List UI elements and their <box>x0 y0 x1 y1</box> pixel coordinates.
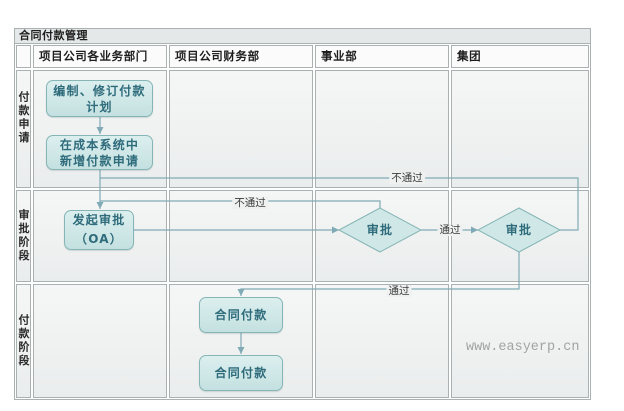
lane-label-cell-approval-stage: 审批阶段 <box>16 190 31 282</box>
column-header-label: 项目公司各业务部门 <box>39 49 148 63</box>
column-header-label: 项目公司财务部 <box>175 49 260 63</box>
decision-division-approval-label: 审批 <box>366 223 394 237</box>
lane-cell-payment-business-division <box>315 284 449 398</box>
edge-label-division-pass: 通过 <box>437 224 463 236</box>
lane-cell-payment-business-departments <box>33 284 167 398</box>
column-header-label: 集团 <box>457 49 482 63</box>
process-node-prepare-payment-plan: 编制、修订付款 计划 <box>46 80 153 117</box>
connector-division-reject <box>100 200 381 208</box>
swimlane-diagram-frame: 合同付款管理 项目公司各业务部门 项目公司财务部 事业部 集团 付款申请 审批阶… <box>14 28 591 400</box>
process-node-cost-system-apply: 在成本系统中 新增付款申请 <box>46 135 153 170</box>
process-node-contract-payment-1: 合同付款 <box>199 297 283 333</box>
edge-label-group-pass: 通过 <box>386 285 412 297</box>
decision-group-approval-label: 审批 <box>505 223 533 237</box>
node-text-line: （OA） <box>75 232 123 246</box>
diagram-title-bar: 合同付款管理 <box>15 29 590 44</box>
process-node-contract-payment-2: 合同付款 <box>199 355 283 391</box>
node-text-line: 在成本系统中 <box>59 137 140 152</box>
node-text-line: 计划 <box>86 99 113 114</box>
column-header-group: 集团 <box>451 45 589 68</box>
column-header-business-division: 事业部 <box>315 45 449 68</box>
edge-label-group-reject: 不通过 <box>389 172 425 184</box>
column-header-label: 事业部 <box>321 49 358 63</box>
lane-cell-application-group <box>451 70 589 188</box>
node-text-line: 编制、修订付款 <box>53 83 146 98</box>
lane-label-cell-payment-stage: 付款阶段 <box>16 284 31 398</box>
lane-cell-application-business-division <box>315 70 449 188</box>
lane-cell-payment-group <box>451 284 589 398</box>
decision-group-approval-shape <box>476 207 562 253</box>
node-text-line: 合同付款 <box>214 308 268 322</box>
node-text-line: 新增付款申请 <box>59 153 140 168</box>
decision-division-approval-shape <box>337 207 423 253</box>
node-text-line: 发起审批 <box>72 213 126 227</box>
node-text-line: 合同付款 <box>214 366 268 380</box>
diagram-title: 合同付款管理 <box>19 29 88 42</box>
column-header-finance-department: 项目公司财务部 <box>169 45 313 68</box>
process-node-initiate-approval: 发起审批 （OA） <box>64 210 134 250</box>
header-corner-cell <box>16 45 31 68</box>
column-header-business-departments: 项目公司各业务部门 <box>33 45 167 68</box>
lane-label-cell-payment-application: 付款申请 <box>16 70 31 188</box>
connector-group-pass <box>237 252 520 296</box>
lane-cell-application-finance-department <box>169 70 313 188</box>
lane-label-payment-application: 付款申请 <box>17 91 30 145</box>
edge-label-division-reject: 不通过 <box>232 197 268 209</box>
lane-label-payment-stage: 付款阶段 <box>17 314 30 368</box>
watermark-text: www.easyerp.cn <box>466 340 580 355</box>
lane-label-approval-stage: 审批阶段 <box>17 209 30 263</box>
connector-group-reject <box>100 177 579 231</box>
